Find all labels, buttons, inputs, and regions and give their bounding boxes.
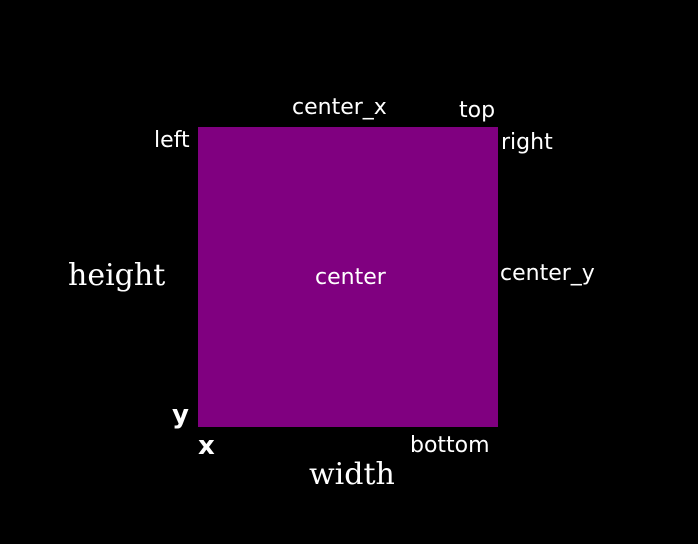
width-label: width — [309, 457, 395, 492]
x-label: x — [198, 431, 215, 461]
left-label: left — [154, 128, 190, 153]
center-y-label: center_y — [500, 261, 595, 286]
top-label: top — [459, 98, 496, 123]
purple-rectangle — [198, 127, 498, 427]
center-x-label: center_x — [292, 95, 387, 120]
bottom-label: bottom — [410, 433, 490, 458]
y-label: y — [172, 400, 189, 430]
height-label: height — [68, 258, 166, 293]
center-label: center — [315, 265, 386, 290]
right-label: right — [501, 130, 553, 155]
